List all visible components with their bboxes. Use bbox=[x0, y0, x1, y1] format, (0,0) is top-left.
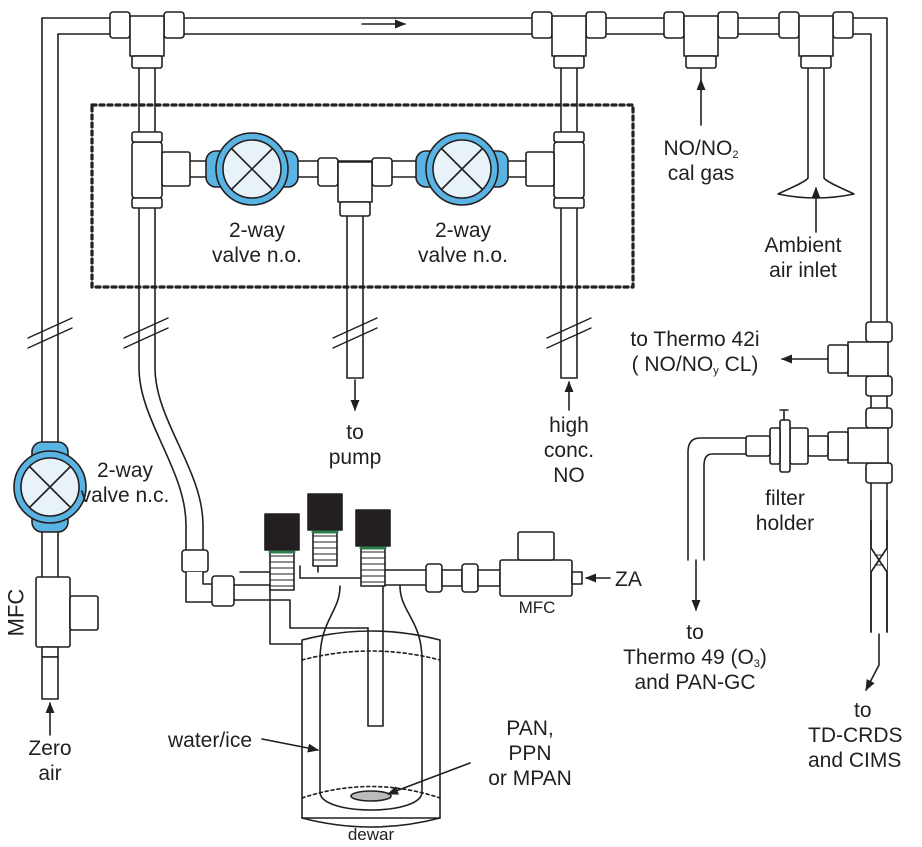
tdcrds-label: to TD-CRDS and CIMS bbox=[808, 698, 918, 773]
tube-left-inner bbox=[138, 67, 204, 553]
high-no-label: high conc. NO bbox=[534, 413, 604, 488]
tube-ambient bbox=[807, 67, 825, 179]
valve-no-left bbox=[205, 132, 299, 206]
filter-holder-label-line2: holder bbox=[755, 512, 815, 535]
to-pump-label-line2: pump bbox=[328, 446, 382, 469]
thermo42-label-line2: ( NO/NOy CL) bbox=[631, 353, 759, 377]
tdcrds-restriction bbox=[870, 519, 888, 633]
mfc-right-label: MFC bbox=[518, 598, 556, 617]
ambient-label: Ambient air inlet bbox=[748, 233, 858, 283]
tube-to-bubbler bbox=[233, 584, 271, 601]
top-tube bbox=[41, 17, 888, 633]
valve-right-label-line1: 2-way bbox=[434, 219, 492, 242]
tee-fitting-manifold-left bbox=[131, 131, 191, 209]
cal-gas-label: NO/NO2 cal gas bbox=[646, 136, 756, 186]
tee-fitting-manifold-right bbox=[525, 131, 585, 209]
ambient-label-line2: air inlet bbox=[769, 259, 837, 282]
valve-left-label: 2-way valve n.o. bbox=[207, 218, 307, 268]
valve-right-label-line2: valve n.o. bbox=[418, 244, 508, 267]
zero-air-label-line1: Zero bbox=[28, 737, 72, 760]
pan-label-line2: PPN bbox=[508, 742, 552, 765]
tdcrds-label-line3: and CIMS bbox=[808, 749, 902, 772]
high-no-label-line1: high bbox=[549, 414, 589, 437]
mfc-right bbox=[499, 531, 583, 597]
tee-fitting-thermo42 bbox=[827, 321, 893, 397]
water-ice-arrow bbox=[261, 738, 320, 753]
cal-gas-label-line1: NO/NO2 bbox=[663, 137, 739, 161]
tube-to-mfc-right bbox=[384, 569, 427, 586]
za-label: ZA bbox=[615, 568, 642, 591]
union-fitting-right bbox=[425, 563, 501, 593]
tdcrds-label-line2: TD-CRDS bbox=[808, 724, 903, 747]
valve-no-right bbox=[415, 132, 509, 206]
valve-nc-label-line2: valve n.c. bbox=[80, 484, 170, 507]
tee-fitting-top-left bbox=[109, 11, 185, 69]
thermo49-label-line2: Thermo 49 (O3) bbox=[623, 646, 767, 670]
left-tube bbox=[41, 17, 59, 456]
tube-pump bbox=[346, 215, 364, 379]
thermo42-label: to Thermo 42i ( NO/NOy CL) bbox=[606, 327, 784, 377]
valve-right-label: 2-way valve n.o. bbox=[413, 218, 513, 268]
dewar-label: dewar bbox=[347, 825, 395, 844]
high-no-label-line3: NO bbox=[553, 464, 585, 487]
valve-nc-label: 2-way valve n.c. bbox=[80, 458, 170, 508]
zero-air-label: Zero air bbox=[15, 736, 85, 786]
valve-stack-1 bbox=[264, 513, 300, 591]
mfc-left-label: MFC bbox=[3, 588, 29, 637]
filter-holder bbox=[745, 409, 829, 473]
tee-fitting-cal-gas bbox=[663, 11, 739, 69]
cal-gas-label-line2: cal gas bbox=[667, 162, 735, 185]
thermo49-label: to Thermo 49 (O3) and PAN-GC bbox=[595, 620, 795, 695]
thermo49-label-line3: and PAN-GC bbox=[634, 671, 756, 694]
zero-air-label-line2: air bbox=[38, 762, 62, 785]
valve-nc bbox=[13, 441, 87, 533]
tee-fitting-ambient bbox=[778, 11, 854, 69]
thermo42-label-line1: to Thermo 42i bbox=[630, 328, 760, 351]
valve-left-label-line2: valve n.o. bbox=[212, 244, 302, 267]
water-ice-label: water/ice bbox=[168, 729, 253, 752]
mfc-left bbox=[35, 576, 99, 700]
ambient-label-line1: Ambient bbox=[764, 234, 842, 257]
tdcrds-arrow bbox=[865, 633, 880, 691]
dewar bbox=[301, 630, 441, 828]
thermo49-label-line1: to bbox=[686, 621, 704, 644]
bubbler-flask bbox=[319, 585, 423, 811]
to-pump-label: to pump bbox=[320, 420, 390, 470]
tube-left-lower bbox=[41, 531, 59, 578]
filter-holder-label-line1: filter bbox=[765, 487, 805, 510]
tdcrds-label-line1: to bbox=[854, 699, 872, 722]
tee-fitting-pump bbox=[317, 157, 393, 217]
pan-residue bbox=[350, 790, 392, 802]
valve-nc-label-line1: 2-way bbox=[96, 459, 154, 482]
to-pump-label-line1: to bbox=[346, 421, 364, 444]
tee-fitting-top-mid bbox=[531, 11, 607, 69]
pan-arrow bbox=[386, 762, 471, 795]
valve-left-label-line1: 2-way bbox=[228, 219, 286, 242]
filter-holder-label: filter holder bbox=[745, 486, 825, 536]
pan-label: PAN, PPN or MPAN bbox=[470, 716, 590, 791]
valve-stack-2 bbox=[307, 493, 343, 567]
pan-label-line3: or MPAN bbox=[488, 767, 572, 790]
tube-high-no bbox=[560, 67, 578, 379]
tube-thermo49 bbox=[687, 437, 747, 561]
break-marks bbox=[27, 317, 592, 349]
tee-fitting-filter bbox=[827, 407, 893, 484]
high-no-label-line2: conc. bbox=[543, 439, 595, 462]
valve-stack-3 bbox=[355, 509, 391, 587]
elbow-fitting bbox=[181, 549, 235, 607]
pan-label-line1: PAN, bbox=[506, 717, 554, 740]
